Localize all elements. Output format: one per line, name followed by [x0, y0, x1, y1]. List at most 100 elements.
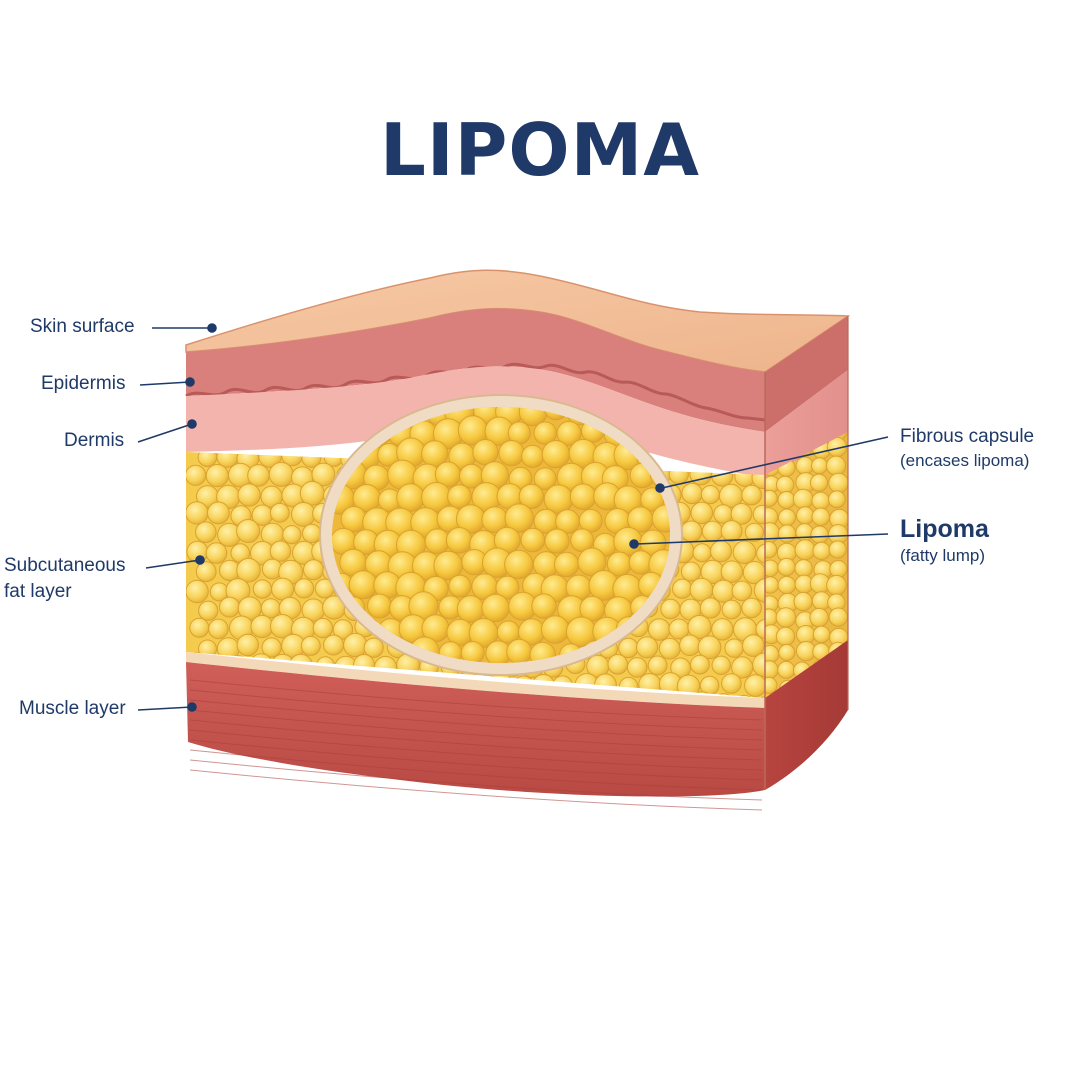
fat-cell [734, 694, 755, 698]
fat-cell [518, 483, 545, 510]
fat-cell [730, 503, 753, 525]
fascia-band [186, 652, 765, 708]
fat-cell [456, 595, 485, 623]
fat-cell [261, 637, 282, 658]
label-lipoma-text: Lipoma [900, 515, 989, 543]
fat-cell [447, 484, 472, 509]
muscle-fiber [189, 679, 763, 721]
fat-cell [724, 638, 744, 658]
fat-cell [777, 491, 796, 509]
fat-cell [205, 464, 229, 488]
fat-cell [540, 615, 570, 644]
fat-cell [343, 632, 368, 658]
fat-cell [744, 522, 765, 542]
muscle-fiber [189, 689, 763, 731]
fat-cell [812, 541, 831, 561]
fat-cell [302, 523, 322, 544]
label-skin-surface: Skin surface [30, 314, 135, 340]
fat-cell [826, 455, 847, 476]
pointer-fibrous-capsule [655, 483, 665, 493]
fat-cell [247, 464, 270, 487]
fat-cell [282, 525, 302, 545]
label-muscle-layer: Muscle layer [19, 696, 126, 722]
fat-cell [744, 674, 765, 697]
fat-cell [778, 644, 796, 661]
fat-cell [367, 593, 392, 619]
fat-cell [680, 561, 702, 582]
fat-cell [742, 560, 765, 585]
fat-cell [775, 626, 796, 647]
fat-cell [553, 551, 580, 578]
fat-cell [207, 501, 230, 525]
fat-cell [300, 635, 321, 656]
fat-cell [795, 523, 814, 542]
fat-cell [775, 475, 795, 495]
fat-cell [679, 634, 701, 657]
fat-cell [189, 617, 210, 638]
fat-cell [312, 617, 334, 639]
label-subcutaneous: Subcutaneous fat layer [4, 553, 126, 605]
label-fibrous-capsule-text: Fibrous capsule [900, 426, 1035, 447]
fat-cell [756, 543, 765, 564]
fat-cell [660, 598, 681, 620]
muscle-fiber [189, 739, 763, 781]
fat-cell [303, 559, 324, 581]
pointer-muscle [187, 702, 197, 712]
label-lipoma: Lipoma (fatty lump) [900, 516, 989, 567]
fat-cell [311, 462, 336, 487]
fat-cell [690, 654, 710, 675]
fat-cell [647, 618, 671, 641]
leader-dermis [137, 423, 193, 443]
muscle-fiber [189, 719, 763, 761]
pointer-dermis [187, 419, 197, 429]
fat-cell [658, 637, 681, 660]
fat-cell [271, 577, 295, 601]
fat-cell [742, 634, 765, 657]
fat-cell [332, 619, 354, 640]
fat-cell [291, 502, 316, 527]
fat-cell [809, 607, 829, 628]
fat-cell [520, 527, 546, 553]
fat-cell [607, 654, 629, 675]
fat-cell [236, 633, 260, 657]
leader-epidermis [139, 381, 191, 386]
fat-cell [252, 579, 273, 599]
leader-subcutaneous [145, 559, 201, 569]
muscle-fiber [189, 699, 763, 741]
fat-cell [777, 575, 796, 595]
fat-cell [777, 524, 797, 543]
muscle-fibers [189, 679, 763, 811]
fat-cell [533, 421, 557, 445]
fat-cell [721, 673, 742, 694]
fat-cell [556, 420, 582, 446]
fat-cell [237, 483, 261, 507]
pointer-lipoma [629, 539, 639, 549]
fat-cell [796, 506, 815, 525]
fat-cell [460, 641, 485, 663]
fat-cell [348, 570, 378, 600]
fat-cell [195, 521, 217, 544]
fat-cell [506, 638, 533, 663]
fat-cell [792, 488, 814, 510]
fat-cell [701, 520, 724, 542]
fat-cell [533, 467, 557, 491]
fat-cell [668, 464, 689, 485]
fat-cell [269, 540, 292, 562]
label-muscle-layer-text: Muscle layer [19, 698, 126, 719]
fat-cell [700, 485, 721, 505]
fat-cell [811, 491, 831, 511]
fat-cell [260, 598, 281, 619]
muscle-fiber [189, 729, 763, 771]
fat-cell [765, 541, 778, 559]
fat-cell [741, 484, 762, 506]
fat-cell [676, 674, 701, 698]
label-lipoma-note: (fatty lump) [900, 546, 986, 565]
pointer-epidermis [185, 377, 195, 387]
fat-cell [504, 503, 534, 533]
muscle-fiber [189, 759, 763, 801]
fat-cell [793, 591, 813, 612]
epidermis-layer [186, 308, 765, 432]
fat-cell [294, 578, 315, 599]
fat-cell [521, 444, 545, 468]
